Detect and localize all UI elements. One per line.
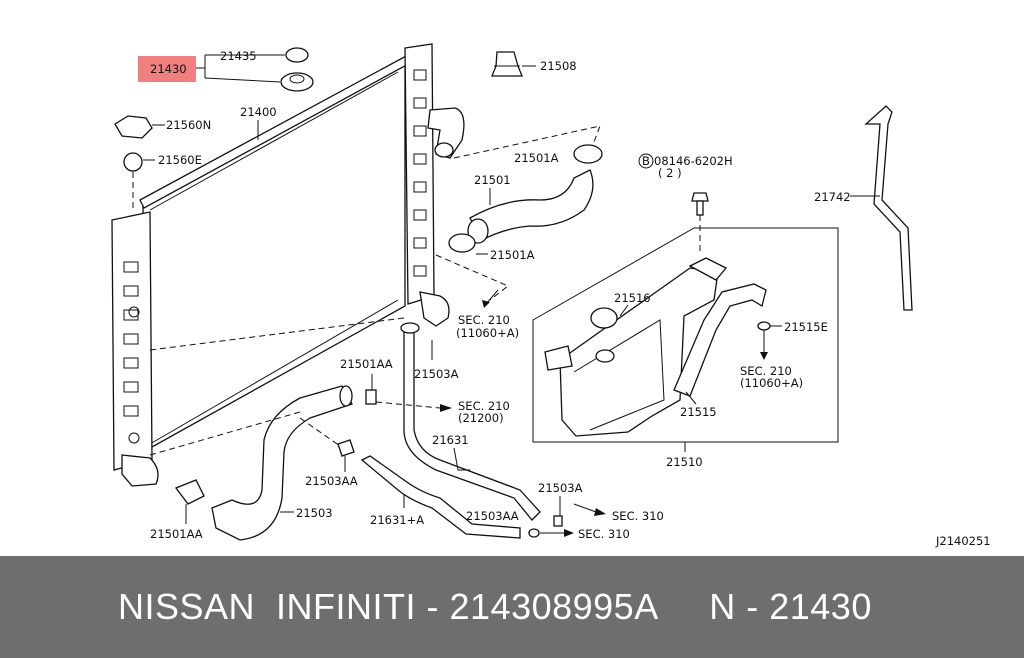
overflow-hose-21742: 21742 <box>814 105 913 311</box>
label-21501AA-low: 21501AA <box>150 527 203 541</box>
clip-21501AA-top: 21501AA SEC. 210 (21200) <box>340 357 510 425</box>
label-21501A-top: 21501A <box>514 151 559 165</box>
label-sec310-b: SEC. 310 <box>578 527 630 541</box>
radiator-right-tank <box>404 43 435 305</box>
label-sec210-c: SEC. 210 <box>458 399 510 413</box>
label-08146: 08146-6202H <box>654 154 733 168</box>
label-21508: 21508 <box>540 59 577 73</box>
cooling-system-diagram: 21430 21435 21400 21560N 21560E 21508 21… <box>111 43 991 548</box>
cap-21430 <box>280 72 314 92</box>
label-sec210-a-sub: (11060+A) <box>456 326 519 340</box>
seal-21435 <box>285 47 309 63</box>
label-sec210-c-sub: (21200) <box>458 411 504 425</box>
banner-text: NISSAN INFINITI - 214308995A N - 21430 <box>118 586 872 627</box>
label-sec210-a: SEC. 210 <box>458 313 510 327</box>
reservoir-box-21510: 21516 21515E SEC. 210 (11060+A) 21515 21… <box>532 227 839 469</box>
svg-text:B: B <box>642 154 650 168</box>
label-21631A: 21631+A <box>370 513 424 527</box>
upper-hose-21501: 21501A 21501 21501A SEC. 210 (11060+A) <box>435 125 603 340</box>
label-21430: 21430 <box>150 62 187 76</box>
hose-21631A: 21631+A 21503AA <box>360 455 521 539</box>
radiator-assembly <box>111 43 465 487</box>
label-21503A: 21503A <box>414 367 459 381</box>
part-highlight <box>138 56 196 82</box>
label-21560E: 21560E <box>158 153 202 167</box>
label-21515: 21515 <box>680 405 717 419</box>
lower-hose-21503: 21503 21501AA <box>149 385 353 541</box>
label-21631: 21631 <box>432 433 469 447</box>
label-08146-qty: ( 2 ) <box>658 166 682 180</box>
filler-cap-group: 21430 21435 <box>138 47 314 92</box>
radiator-left-tank <box>111 211 153 471</box>
label-sec310-a: SEC. 310 <box>612 509 664 523</box>
mount-bushings: 21560N 21560E <box>114 115 211 210</box>
label-21503AA-mid: 21503AA <box>305 474 358 488</box>
label-21742: 21742 <box>814 190 851 204</box>
label-sec210-b: SEC. 210 <box>740 364 792 378</box>
label-21501AA-top: 21501AA <box>340 357 393 371</box>
label-21503AA-low: 21503AA <box>466 509 519 523</box>
label-21515E: 21515E <box>784 320 828 334</box>
label-21435: 21435 <box>220 49 257 63</box>
label-21501A-low: 21501A <box>490 248 535 262</box>
label-sec210-b-sub: (11060+A) <box>740 376 803 390</box>
clip-21503AA-mid: 21503AA <box>299 417 358 488</box>
label-21516: 21516 <box>614 291 651 305</box>
sec310-connections: 21503A SEC. 310 SEC. 310 <box>528 481 664 541</box>
label-21503A-low: 21503A <box>538 481 583 495</box>
bolt-08146: B 08146-6202H ( 2 ) <box>638 153 733 255</box>
part-banner: NISSAN INFINITI - 214308995A N - 21430 <box>0 556 1024 658</box>
label-21560N: 21560N <box>166 118 211 132</box>
label-21510: 21510 <box>666 455 703 469</box>
diagram-id: J2140251 <box>935 534 991 548</box>
hose-21503A: 21503A 21631 <box>400 322 541 521</box>
label-21503: 21503 <box>296 506 333 520</box>
label-21400: 21400 <box>240 105 277 119</box>
label-21501: 21501 <box>474 173 511 187</box>
rubber-mount-21508: 21508 <box>491 51 577 77</box>
